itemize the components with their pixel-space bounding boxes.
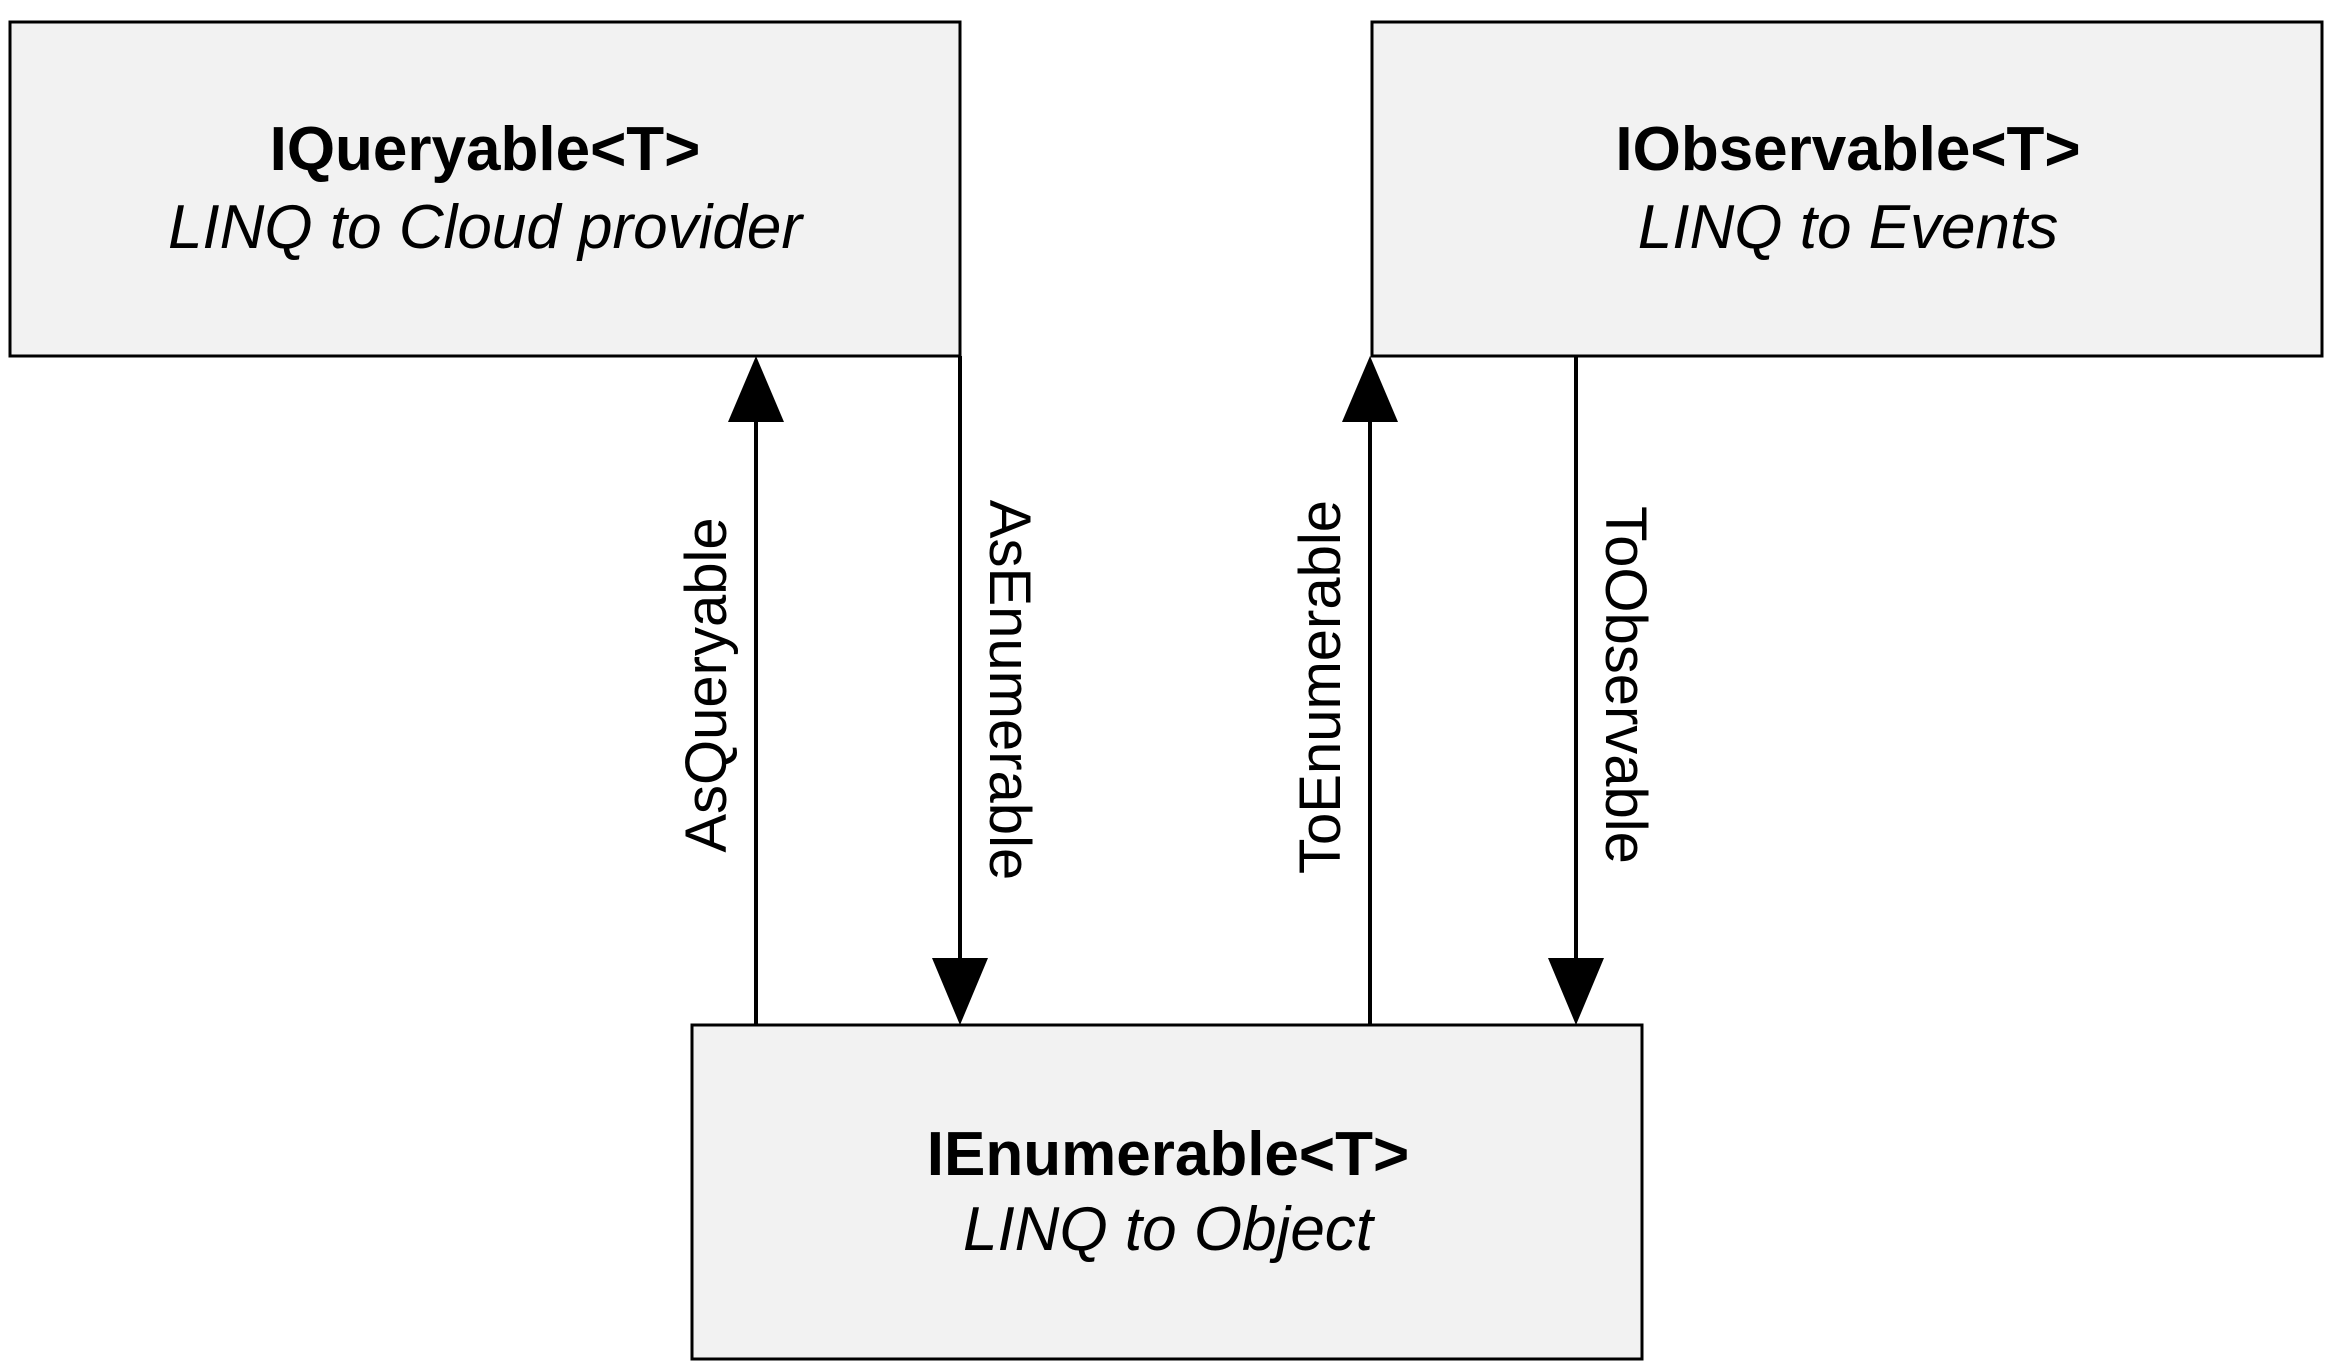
edge-as-queryable-arrowhead	[728, 356, 784, 422]
edge-to-observable: ToObservable	[1548, 356, 1658, 1025]
node-iobservable-box	[1370, 20, 2324, 358]
node-ienumerable: IEnumerable<T> LINQ to Object	[690, 1023, 1644, 1361]
node-iqueryable-box	[8, 20, 962, 358]
edge-as-enumerable-label: AsEnumerable	[977, 500, 1042, 880]
node-iqueryable-subtitle: LINQ to Cloud provider	[168, 193, 804, 262]
node-iqueryable: IQueryable<T> LINQ to Cloud provider	[8, 20, 962, 358]
edge-to-enumerable-arrowhead	[1342, 356, 1398, 422]
edge-to-observable-arrowhead	[1548, 958, 1604, 1025]
node-ienumerable-title: IEnumerable<T>	[927, 1120, 1409, 1189]
edge-to-enumerable-label: ToEnumerable	[1288, 500, 1353, 874]
node-ienumerable-box	[690, 1023, 1644, 1361]
edge-to-enumerable: ToEnumerable	[1288, 356, 1398, 1025]
edge-as-queryable-label: AsQueryable	[674, 517, 739, 852]
node-iobservable-subtitle: LINQ to Events	[1638, 193, 2058, 262]
node-iqueryable-title: IQueryable<T>	[270, 115, 701, 184]
node-iobservable-title: IObservable<T>	[1615, 115, 2080, 184]
node-iobservable: IObservable<T> LINQ to Events	[1370, 20, 2324, 358]
edge-as-queryable: AsQueryable	[674, 356, 784, 1025]
node-ienumerable-subtitle: LINQ to Object	[963, 1195, 1376, 1264]
edge-as-enumerable-arrowhead	[932, 958, 988, 1025]
edge-as-enumerable: AsEnumerable	[932, 356, 1042, 1025]
edge-to-observable-label: ToObservable	[1593, 506, 1658, 864]
